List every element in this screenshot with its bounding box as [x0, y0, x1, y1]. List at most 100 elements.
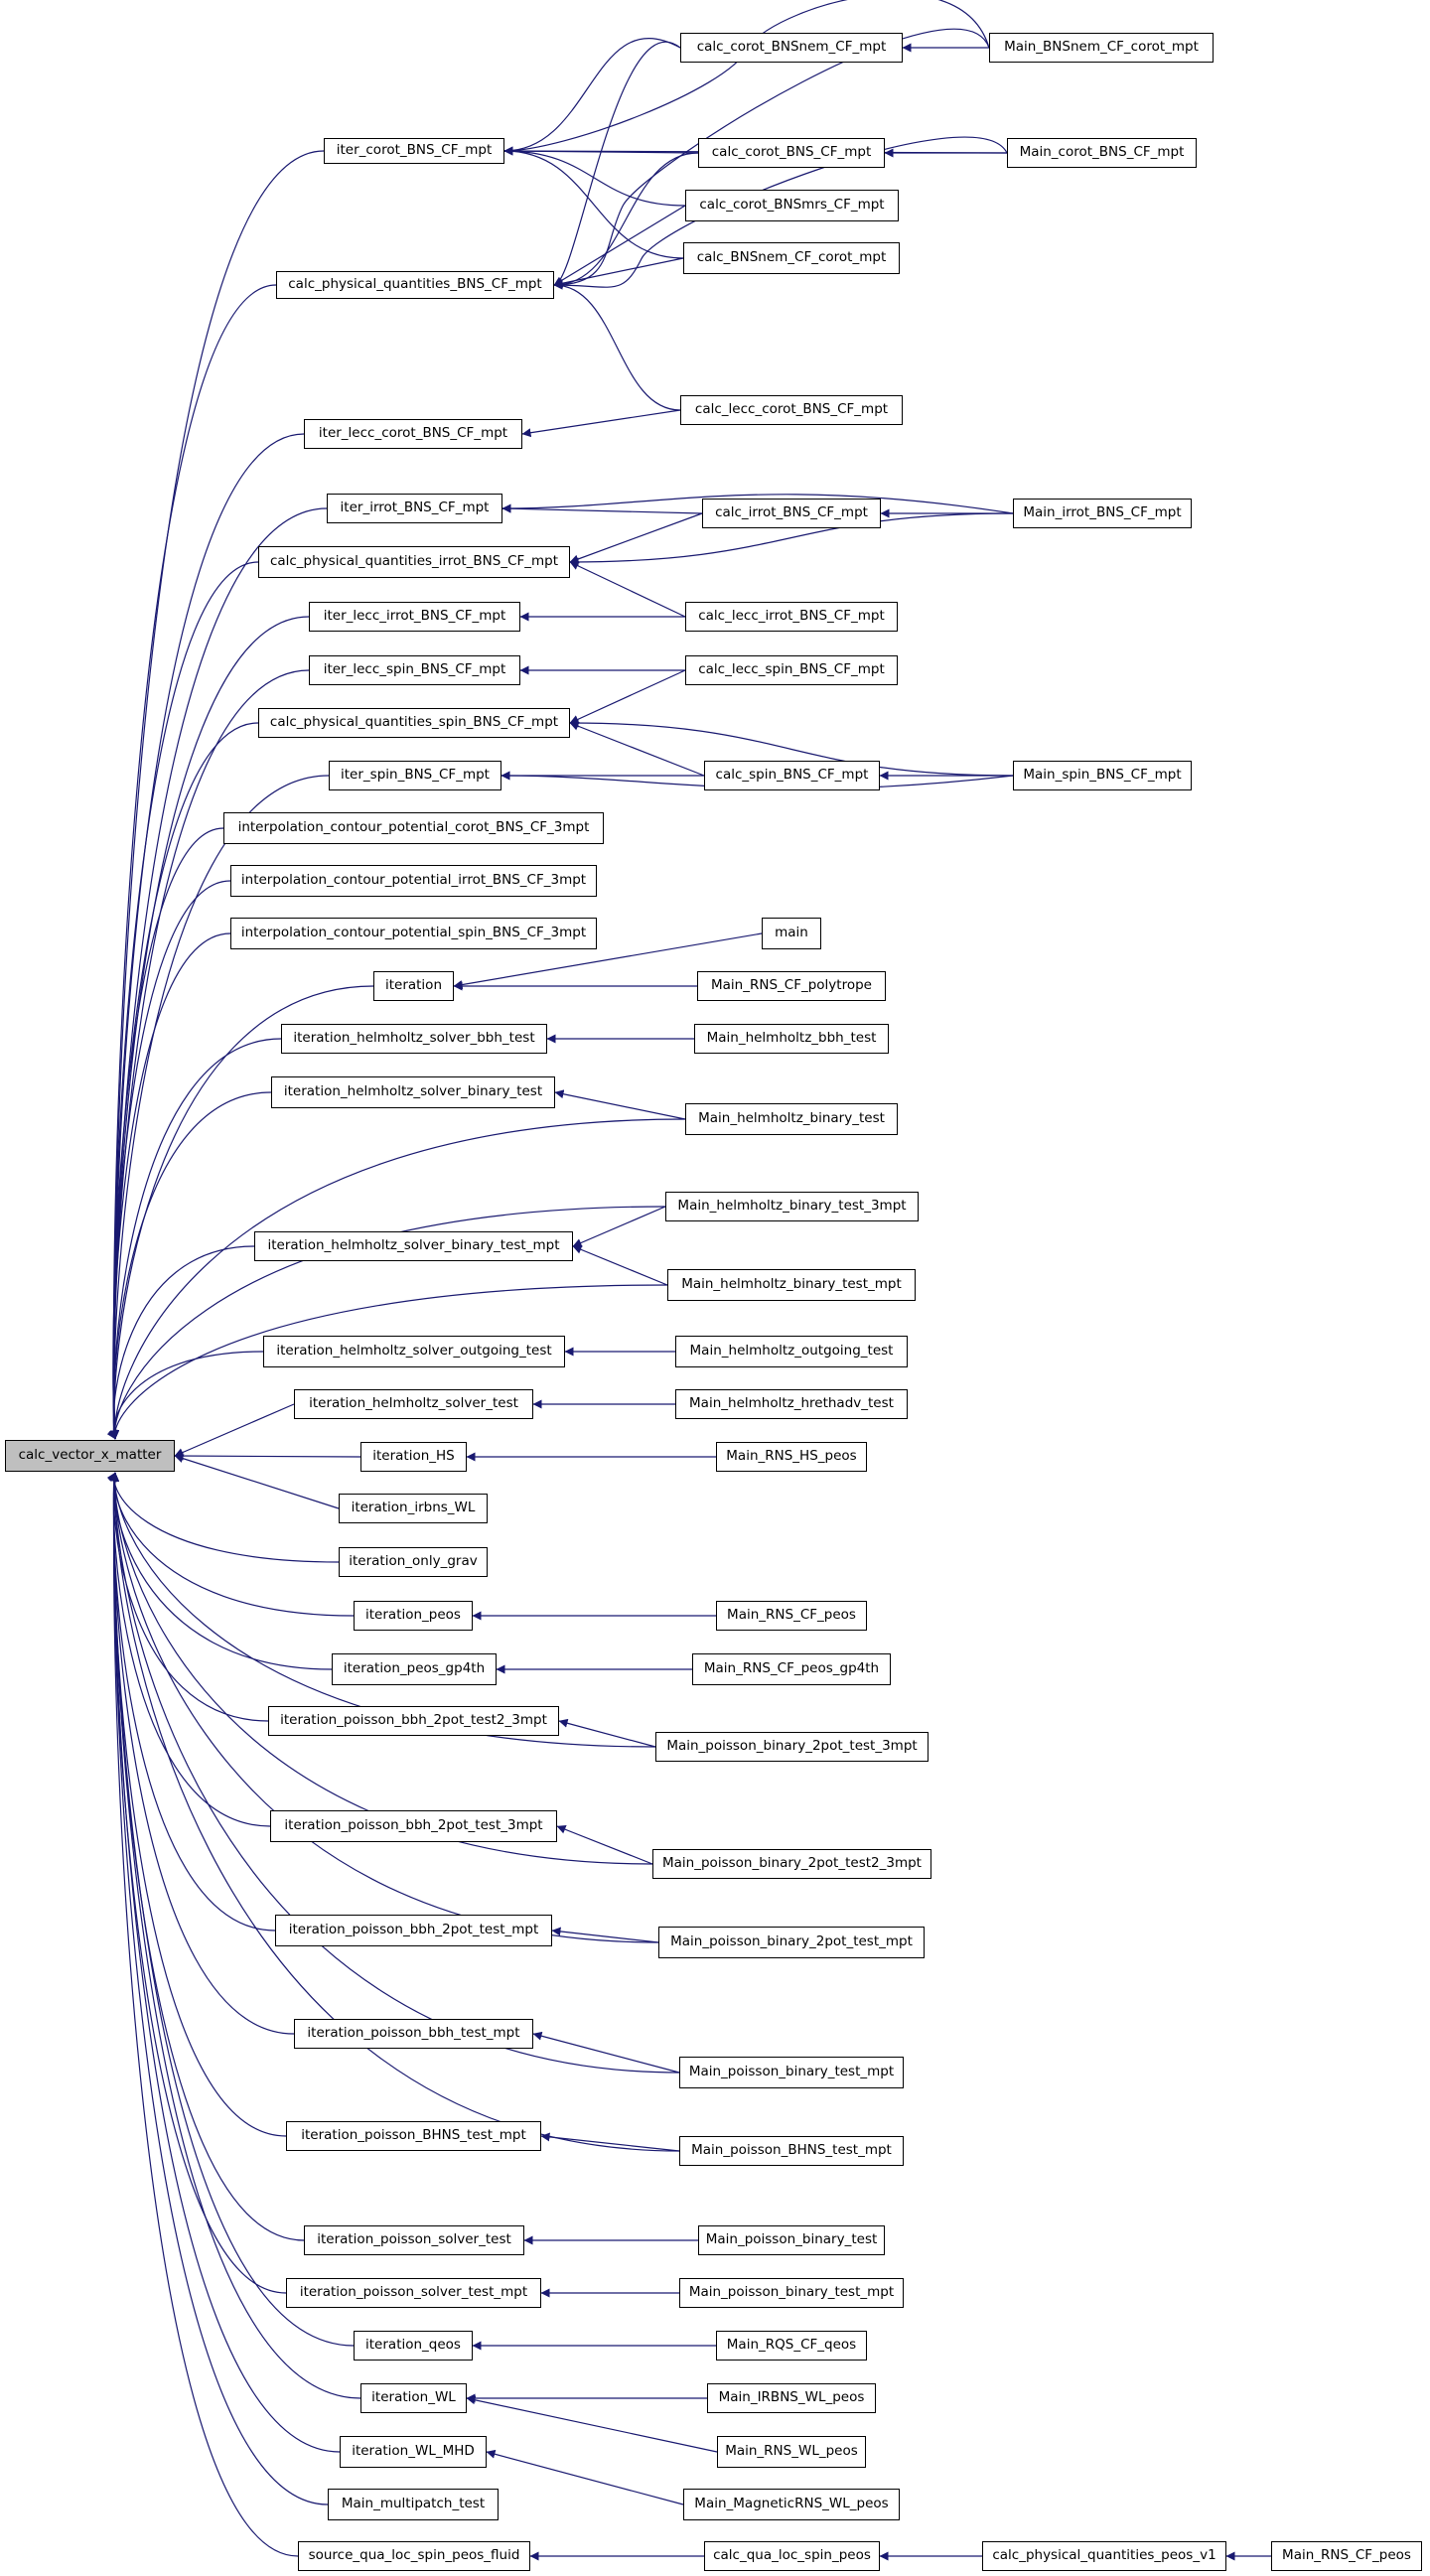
- function-node[interactable]: Main_helmholtz_bbh_test: [694, 1024, 889, 1054]
- function-node[interactable]: Main_poisson_binary_2pot_test2_3mpt: [652, 1849, 931, 1879]
- function-node[interactable]: iteration_poisson_bbh_2pot_test_3mpt: [270, 1810, 557, 1842]
- function-node[interactable]: Main_MagneticRNS_WL_peos: [683, 2489, 900, 2520]
- edge-n37-to-n2: [553, 152, 699, 290]
- edge-n19-to-n0: [174, 1451, 361, 1461]
- function-node[interactable]: Main_poisson_binary_test_mpt: [679, 2057, 904, 2088]
- function-node[interactable]: iteration_helmholtz_solver_binary_test: [271, 1076, 555, 1108]
- function-node[interactable]: Main_poisson_binary_2pot_test_3mpt: [655, 1732, 929, 1762]
- function-node[interactable]: Main_IRBNS_WL_peos: [707, 2383, 876, 2413]
- function-node[interactable]: calc_physical_quantities_BNS_CF_mpt: [276, 271, 554, 299]
- function-node[interactable]: calc_spin_BNS_CF_mpt: [704, 761, 880, 790]
- edge-n44-to-n8: [569, 721, 705, 777]
- function-node[interactable]: iteration_poisson_bbh_2pot_test2_3mpt: [268, 1706, 559, 1736]
- function-node[interactable]: iteration_poisson_bbh_2pot_test_mpt: [275, 1915, 552, 1946]
- function-node[interactable]: Main_helmholtz_binary_test: [685, 1103, 898, 1135]
- function-node[interactable]: interpolation_contour_potential_corot_BN…: [223, 812, 604, 844]
- function-node[interactable]: iteration_irbns_WL: [339, 1494, 488, 1523]
- function-node[interactable]: iteration_WL_MHD: [340, 2436, 487, 2468]
- edge-n34-to-n0: [110, 1472, 329, 2505]
- edge-n50-to-n16: [572, 1245, 668, 1286]
- function-node[interactable]: calc_lecc_irrot_BNS_CF_mpt: [685, 602, 898, 632]
- function-node[interactable]: iteration_peos_gp4th: [332, 1653, 497, 1685]
- function-node[interactable]: Main_RNS_CF_peos: [1271, 2541, 1422, 2571]
- function-node[interactable]: Main_RNS_CF_peos: [716, 1601, 867, 1631]
- function-node[interactable]: calc_lecc_corot_BNS_CF_mpt: [680, 395, 903, 425]
- function-node[interactable]: iteration_helmholtz_solver_bbh_test: [281, 1024, 547, 1054]
- edge-n48-to-n15: [554, 1089, 686, 1120]
- function-node[interactable]: Main_spin_BNS_CF_mpt: [1013, 761, 1192, 790]
- function-node[interactable]: iteration_WL: [360, 2383, 467, 2413]
- function-node[interactable]: iteration_poisson_solver_test_mpt: [286, 2278, 541, 2308]
- edge-n17-to-n0: [106, 1351, 264, 1440]
- function-node[interactable]: Main_irrot_BNS_CF_mpt: [1013, 499, 1192, 528]
- edge-n68-to-n2: [553, 28, 990, 290]
- function-node[interactable]: Main_RNS_HS_peos: [716, 1442, 867, 1472]
- function-node[interactable]: calc_corot_BNS_CF_mpt: [698, 138, 885, 168]
- function-node[interactable]: iteration_HS: [360, 1442, 467, 1472]
- function-node[interactable]: Main_RNS_WL_peos: [717, 2436, 866, 2468]
- edge-n39-to-n1: [503, 146, 684, 259]
- function-node[interactable]: iteration_helmholtz_solver_binary_test_m…: [254, 1231, 573, 1261]
- function-node[interactable]: calc_corot_BNSmrs_CF_mpt: [685, 190, 899, 221]
- function-node[interactable]: iteration_qeos: [354, 2331, 473, 2361]
- function-node[interactable]: Main_RNS_CF_peos_gp4th: [692, 1653, 891, 1685]
- function-node[interactable]: iter_lecc_irrot_BNS_CF_mpt: [309, 602, 520, 632]
- function-node[interactable]: iter_spin_BNS_CF_mpt: [329, 761, 501, 790]
- function-node[interactable]: calc_lecc_spin_BNS_CF_mpt: [685, 655, 898, 685]
- edge-n43-to-n8: [569, 669, 686, 724]
- edge-n70-to-n5: [569, 512, 1014, 567]
- function-node[interactable]: interpolation_contour_potential_irrot_BN…: [230, 865, 597, 897]
- function-node[interactable]: iter_corot_BNS_CF_mpt: [324, 138, 504, 164]
- function-node[interactable]: source_qua_loc_spin_peos_fluid: [298, 2541, 530, 2571]
- edge-n40-to-n2: [553, 280, 681, 411]
- function-node[interactable]: Main_BNSnem_CF_corot_mpt: [989, 33, 1214, 63]
- edge-n59-to-n27: [532, 2031, 680, 2074]
- function-node[interactable]: Main_poisson_BHNS_test_mpt: [679, 2136, 904, 2166]
- edge-n66-to-n33: [486, 2449, 684, 2505]
- function-node[interactable]: Main_multipatch_test: [328, 2489, 499, 2520]
- function-node[interactable]: Main_helmholtz_hrethadv_test: [675, 1389, 908, 1419]
- function-node[interactable]: calc_corot_BNSnem_CF_mpt: [680, 33, 903, 63]
- function-node[interactable]: iteration_peos: [354, 1601, 473, 1631]
- function-node[interactable]: calc_BNSnem_CF_corot_mpt: [683, 242, 900, 274]
- function-node[interactable]: main: [762, 918, 821, 949]
- edge-n36-to-n2: [553, 41, 681, 290]
- edge-n70-to-n4: [501, 494, 1014, 514]
- edge-n49-to-n16: [572, 1206, 666, 1247]
- function-node[interactable]: iter_lecc_corot_BNS_CF_mpt: [304, 419, 522, 449]
- function-node[interactable]: iteration_helmholtz_solver_outgoing_test: [263, 1336, 565, 1367]
- edge-n39-to-n2: [553, 257, 684, 288]
- edge-n60-to-n0: [109, 1472, 680, 2152]
- edge-n38-to-n1: [503, 146, 686, 207]
- function-node[interactable]: Main_RNS_CF_polytrope: [697, 971, 886, 1001]
- function-node[interactable]: Main_RQS_CF_qeos: [716, 2331, 867, 2361]
- function-node[interactable]: iteration_helmholtz_solver_test: [294, 1389, 533, 1419]
- function-node[interactable]: Main_poisson_binary_test: [698, 2225, 885, 2255]
- function-node[interactable]: iteration_poisson_solver_test: [304, 2225, 524, 2255]
- function-node[interactable]: Main_helmholtz_binary_test_mpt: [667, 1269, 916, 1301]
- function-node[interactable]: Main_corot_BNS_CF_mpt: [1007, 138, 1197, 168]
- function-node[interactable]: iteration: [373, 971, 454, 1001]
- edge-n58-to-n26: [551, 1927, 659, 1943]
- function-node[interactable]: calc_qua_loc_spin_peos: [704, 2541, 880, 2571]
- function-node[interactable]: iteration_only_grav: [339, 1547, 488, 1577]
- function-node[interactable]: iter_irrot_BNS_CF_mpt: [327, 494, 502, 523]
- function-node[interactable]: calc_irrot_BNS_CF_mpt: [702, 499, 881, 528]
- edge-n45-to-n13: [453, 932, 763, 989]
- function-node[interactable]: iteration_poisson_BHNS_test_mpt: [286, 2121, 541, 2151]
- function-node[interactable]: Main_poisson_binary_2pot_test_mpt: [658, 1927, 925, 1958]
- function-node[interactable]: interpolation_contour_potential_spin_BNS…: [230, 918, 597, 949]
- function-node[interactable]: Main_poisson_binary_test_mpt: [679, 2278, 904, 2308]
- edge-n41-to-n4: [501, 503, 703, 514]
- function-node[interactable]: iter_lecc_spin_BNS_CF_mpt: [309, 655, 520, 685]
- edge-n48-to-n0: [109, 1118, 686, 1440]
- function-node[interactable]: Main_helmholtz_binary_test_3mpt: [665, 1192, 919, 1221]
- function-node[interactable]: calc_physical_quantities_irrot_BNS_CF_mp…: [258, 546, 570, 578]
- edge-n57-to-n0: [109, 1472, 653, 1865]
- function-node[interactable]: calc_physical_quantities_spin_BNS_CF_mpt: [258, 708, 570, 738]
- function-node[interactable]: iteration_poisson_bbh_test_mpt: [294, 2019, 533, 2049]
- function-node[interactable]: Main_helmholtz_outgoing_test: [675, 1336, 908, 1367]
- edge-n36-to-n1: [503, 38, 681, 156]
- function-node[interactable]: calc_physical_quantities_peos_v1: [982, 2541, 1226, 2571]
